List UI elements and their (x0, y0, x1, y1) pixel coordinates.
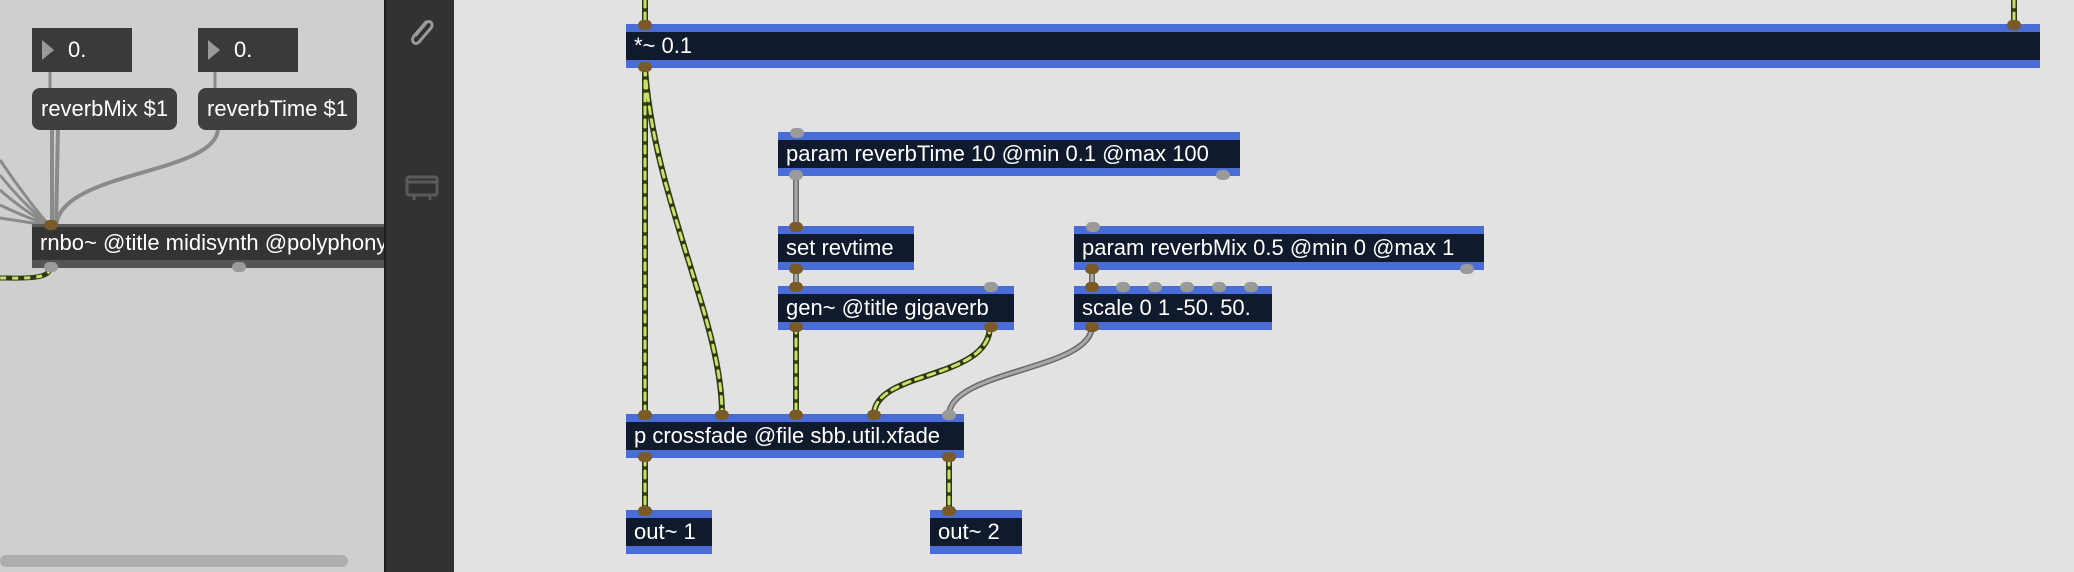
rnbo-outlet (232, 262, 246, 272)
outlet (789, 322, 803, 332)
inlet (789, 410, 803, 420)
rnbo-inlet (44, 220, 58, 230)
inlet (638, 506, 652, 516)
left-patch-cords (0, 72, 220, 281)
inlet (638, 20, 652, 30)
presentation-icon[interactable] (404, 172, 440, 207)
horizontal-scrollbar[interactable] (0, 555, 348, 567)
reverbtime-message[interactable]: reverbTime $1 (198, 88, 358, 130)
inlet (1180, 282, 1194, 292)
outlet (942, 452, 956, 462)
inlet (789, 282, 803, 292)
rnbo-outlet (44, 262, 58, 272)
outlet (789, 264, 803, 274)
outlet (1216, 170, 1230, 180)
param-reverbmix-object[interactable]: param reverbMix 0.5 @min 0 @max 1 (1074, 226, 1484, 270)
inlet (942, 410, 956, 420)
gen-gigaverb-object[interactable]: gen~ @title gigaverb (778, 286, 1014, 330)
left-patcher-pane[interactable]: 0. 0. reverbMix $1 reverbTime $1 rnbo~ @… (0, 0, 384, 572)
outlet (789, 170, 803, 180)
out2-object[interactable]: out~ 2 (930, 510, 1022, 554)
param-reverbtime-object[interactable]: param reverbTime 10 @min 0.1 @max 100 (778, 132, 1240, 176)
scale-object[interactable]: scale 0 1 -50. 50. (1074, 286, 1272, 330)
inlet (1116, 282, 1130, 292)
inlet (789, 222, 803, 232)
number-box-triangle-icon (42, 40, 54, 60)
patcher-toolbar (384, 0, 454, 572)
rnbo-object[interactable]: rnbo~ @title midisynth @polyphony (32, 224, 384, 268)
outlet (1085, 322, 1099, 332)
reverbmix-message[interactable]: reverbMix $1 (32, 88, 178, 130)
number-box-1[interactable]: 0. (32, 28, 132, 72)
inlet (2007, 20, 2021, 30)
inlet (1086, 222, 1100, 232)
inlet (715, 410, 729, 420)
inlet (867, 410, 881, 420)
inlet (1244, 282, 1258, 292)
inlet (1085, 282, 1099, 292)
number-box-2[interactable]: 0. (198, 28, 298, 72)
outlet (638, 452, 652, 462)
inlet (790, 128, 804, 138)
inlet (638, 410, 652, 420)
outlet (1085, 264, 1099, 274)
paperclip-icon[interactable] (404, 14, 440, 57)
number-box-value: 0. (234, 37, 253, 62)
number-box-value: 0. (68, 37, 87, 62)
multiply-signal-object[interactable]: *~ 0.1 (626, 24, 2040, 68)
inlet (942, 506, 956, 516)
main-patcher-pane[interactable]: *~ 0.1 param reverbTime 10 @min 0.1 @max… (454, 0, 2074, 572)
out1-object[interactable]: out~ 1 (626, 510, 712, 554)
number-box-triangle-icon (208, 40, 220, 60)
inlet (1148, 282, 1162, 292)
outlet (1460, 264, 1474, 274)
inlet (984, 282, 998, 292)
inlet (1212, 282, 1226, 292)
crossfade-object[interactable]: p crossfade @file sbb.util.xfade (626, 414, 964, 458)
outlet (984, 322, 998, 332)
outlet (638, 62, 652, 72)
set-revtime-object[interactable]: set revtime (778, 226, 914, 270)
